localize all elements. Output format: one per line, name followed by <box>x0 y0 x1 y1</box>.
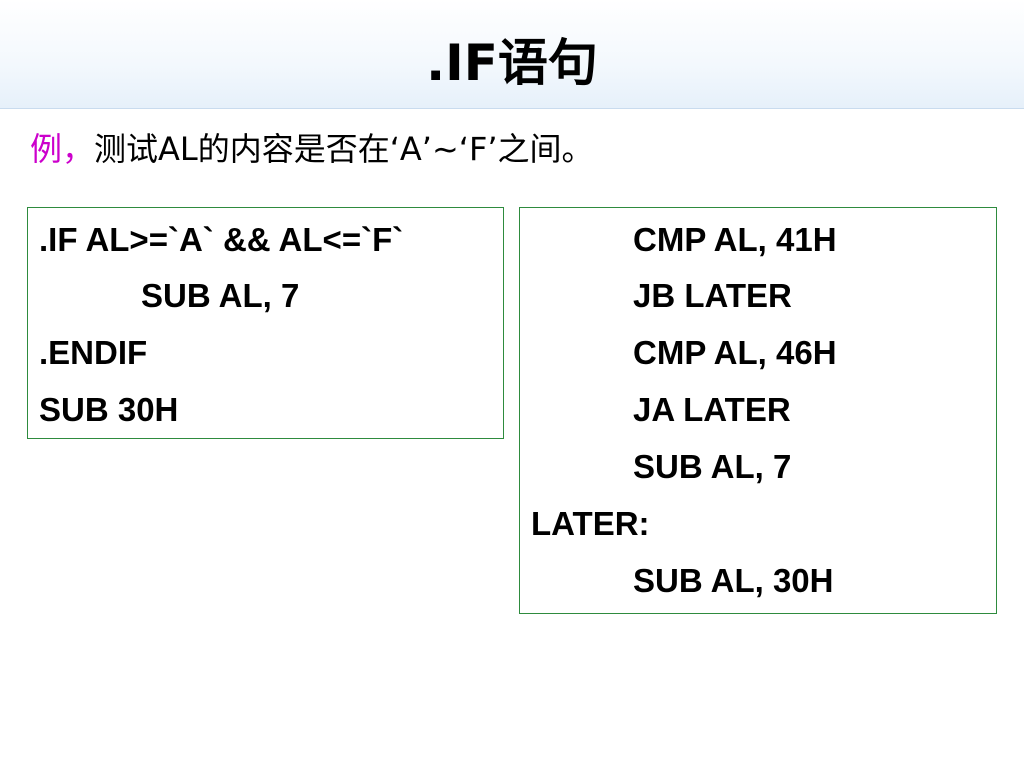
equivalent-assembly-code-box: CMP AL, 41H JB LATER CMP AL, 46H JA LATE… <box>519 207 997 614</box>
code-line: CMP AL, 41H <box>633 221 837 258</box>
code-line: CMP AL, 46H <box>633 334 837 371</box>
example-text: 测试AL的内容是否在‘A’~‘F’之间。 <box>94 130 594 168</box>
code-line: .ENDIF <box>39 334 148 371</box>
if-directive-code-box: .IF AL>=`A` && AL<=`F` SUB AL, 7 .ENDIF … <box>27 207 504 439</box>
code-line: .IF AL>=`A` && AL<=`F` <box>39 221 404 258</box>
code-line: SUB 30H <box>39 391 179 428</box>
code-label-line: LATER: <box>531 505 650 542</box>
code-line: JA LATER <box>633 391 791 428</box>
code-line: SUB AL, 30H <box>633 562 834 599</box>
code-line: SUB AL, 7 <box>141 277 300 314</box>
code-line: JB LATER <box>633 277 792 314</box>
example-label: 例， <box>30 130 95 168</box>
code-line: SUB AL, 7 <box>633 448 792 485</box>
page-title: .IF语句 <box>426 34 598 92</box>
example-statement: 例，测试AL的内容是否在‘A’~‘F’之间。 <box>30 124 594 174</box>
title-band <box>0 0 1024 109</box>
